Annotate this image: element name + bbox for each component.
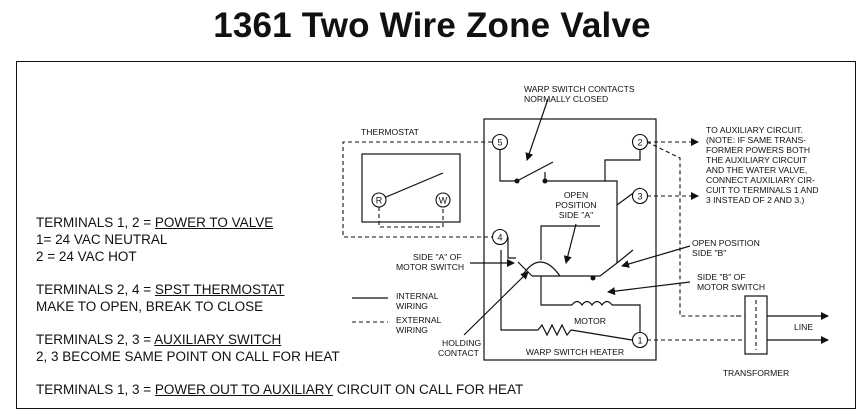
legend-detail: 2 = 24 VAC HOT	[36, 249, 137, 264]
wire-terminal2-internal	[604, 150, 641, 181]
label-aux-note: FORMER POWERS BOTH	[706, 145, 810, 155]
wire-thermostat-rw	[378, 207, 444, 228]
terminal-1-label: 1	[637, 336, 642, 346]
label-aux-note: (NOTE: IF SAME TRANS-	[706, 135, 806, 145]
legend-term: SPST THERMOSTAT	[154, 282, 285, 297]
label-external-wiring: WIRING	[396, 325, 428, 335]
terminal-3-label: 3	[637, 192, 642, 202]
wire-terminal5-to-4-external	[342, 141, 492, 238]
label-aux-note: TO AUXILIARY CIRCUIT.	[706, 125, 803, 135]
warp-heater-resistor	[537, 323, 572, 337]
label-thermostat: THERMOSTAT	[361, 127, 420, 137]
legend-terminals-1-2: TERMINALS 1, 2 = POWER TO VALVE 1= 24 VA…	[36, 214, 523, 265]
label-transformer: TRANSFORMER	[723, 368, 789, 378]
transformer-body	[744, 295, 768, 355]
label-aux-note: CUIT TO TERMINALS 1 AND	[706, 185, 819, 195]
legend-suffix: CIRCUIT ON CALL FOR HEAT	[332, 382, 524, 397]
wire-heater-to-terminal1	[570, 329, 633, 341]
side-b-switch-blade	[599, 262, 618, 277]
terminal-4	[491, 228, 509, 246]
wire-holding-contact	[500, 250, 538, 331]
label-motor: MOTOR	[574, 316, 606, 326]
label-open-a: POSITION	[555, 200, 596, 210]
terminal-legend: TERMINALS 1, 2 = POWER TO VALVE 1= 24 VA…	[36, 214, 523, 398]
label-aux-note: AND THE WATER VALVE,	[706, 165, 807, 175]
legend-detail: MAKE TO OPEN, BREAK TO CLOSE	[36, 299, 264, 314]
legend-detail: 2, 3 BECOME SAME POINT ON CALL FOR HEAT	[36, 349, 340, 364]
wire-terminal4-to-switch-a	[507, 237, 516, 259]
diagram-frame	[16, 61, 856, 409]
label-side-b: SIDE "B" OF	[697, 272, 746, 282]
terminal-5	[491, 133, 509, 151]
thermostat-r-label: R	[376, 196, 383, 206]
legend-row: TERMINALS 1, 2 = POWER TO VALVE	[36, 214, 523, 231]
legend-prefix: TERMINALS 2, 3 =	[36, 332, 155, 347]
legend-term: AUXILIARY SWITCH	[154, 332, 282, 347]
legend-row: TERMINALS 2, 3 = AUXILIARY SWITCH	[36, 331, 523, 348]
callout-open-a	[563, 223, 577, 264]
legend-prefix: TERMINALS 1, 2 =	[36, 215, 155, 230]
legend-row: TERMINALS 2, 4 = SPST THERMOSTAT	[36, 281, 523, 298]
terminal-2-label: 2	[637, 138, 642, 148]
legend-terminals-2-3: TERMINALS 2, 3 = AUXILIARY SWITCH 2, 3 B…	[36, 331, 523, 365]
legend-row: TERMINALS 1, 3 = POWER OUT TO AUXILIARY …	[36, 381, 523, 398]
wire-cam-bar	[540, 225, 600, 260]
side-a-switch-blade	[517, 261, 533, 277]
terminal-5-label: 5	[497, 138, 502, 148]
legend-terminals-1-3: TERMINALS 1, 3 = POWER OUT TO AUXILIARY …	[36, 381, 523, 398]
legend-term: POWER TO VALVE	[154, 215, 274, 230]
legend-prefix: TERMINALS 1, 3 =	[36, 382, 155, 397]
motor-coil	[571, 300, 613, 307]
label-external-wiring: EXTERNAL	[396, 315, 442, 325]
callout-open-b	[621, 245, 691, 268]
legend-term: POWER OUT TO AUXILIARY	[154, 382, 333, 397]
warp-switch-blade	[516, 161, 554, 182]
label-side-b: MOTOR SWITCH	[697, 282, 765, 292]
terminal-1	[631, 331, 649, 349]
label-holding-contact: HOLDING	[442, 338, 481, 348]
callout-holding	[463, 271, 529, 336]
legend-prefix: TERMINALS 2, 4 =	[36, 282, 155, 297]
warp-contact-a	[514, 178, 520, 184]
valve-housing	[483, 118, 657, 361]
label-open-b: OPEN POSITION	[692, 238, 760, 248]
label-internal-wiring: WIRING	[396, 301, 428, 311]
label-aux-note: 3 INSTEAD OF 2 AND 3.)	[706, 195, 805, 205]
motor-cam	[521, 261, 561, 277]
wire-terminal5-to-warp	[499, 150, 517, 182]
label-side-a: MOTOR SWITCH	[396, 262, 464, 272]
thermostat-box	[361, 153, 461, 223]
wire-warp-to-switch-b	[545, 180, 618, 263]
label-internal-wiring: INTERNAL	[396, 291, 439, 301]
thermostat-switch-blade	[378, 172, 444, 201]
label-line: LINE	[794, 322, 813, 332]
label-warp-contacts: NORMALLY CLOSED	[524, 94, 608, 104]
legend-terminals-2-4: TERMINALS 2, 4 = SPST THERMOSTAT MAKE TO…	[36, 281, 523, 315]
label-warp-heater: WARP SWITCH HEATER	[526, 347, 624, 357]
wire-segment	[616, 249, 634, 264]
wire-to-motor	[540, 276, 572, 306]
terminal-2	[631, 133, 649, 151]
callout-warp-contacts	[525, 98, 549, 161]
label-open-a: OPEN	[564, 190, 588, 200]
thermostat-terminal-w	[435, 192, 451, 208]
callout-side-b	[607, 281, 691, 296]
terminal-4-label: 4	[497, 233, 502, 243]
label-open-b: SIDE "B"	[692, 248, 726, 258]
label-holding-contact: CONTACT	[438, 348, 480, 358]
label-aux-note: THE AUXILIARY CIRCUIT	[706, 155, 808, 165]
label-side-a: SIDE "A" OF	[413, 252, 462, 262]
label-warp-contacts: WARP SWITCH CONTACTS	[524, 84, 635, 94]
page-title: 1361 Two Wire Zone Valve	[213, 6, 651, 45]
thermostat-w-label: W	[439, 196, 448, 206]
wire-terminal2-to-transformer	[646, 141, 745, 317]
label-aux-note: CONNECT AUXILIARY CIR-	[706, 175, 815, 185]
terminal-3	[631, 187, 649, 205]
side-b-contact	[590, 275, 596, 281]
legend-detail: 1= 24 VAC NEUTRAL	[36, 232, 168, 247]
wire-motor-to-terminal1	[612, 304, 641, 332]
label-open-a: SIDE "A"	[559, 210, 593, 220]
